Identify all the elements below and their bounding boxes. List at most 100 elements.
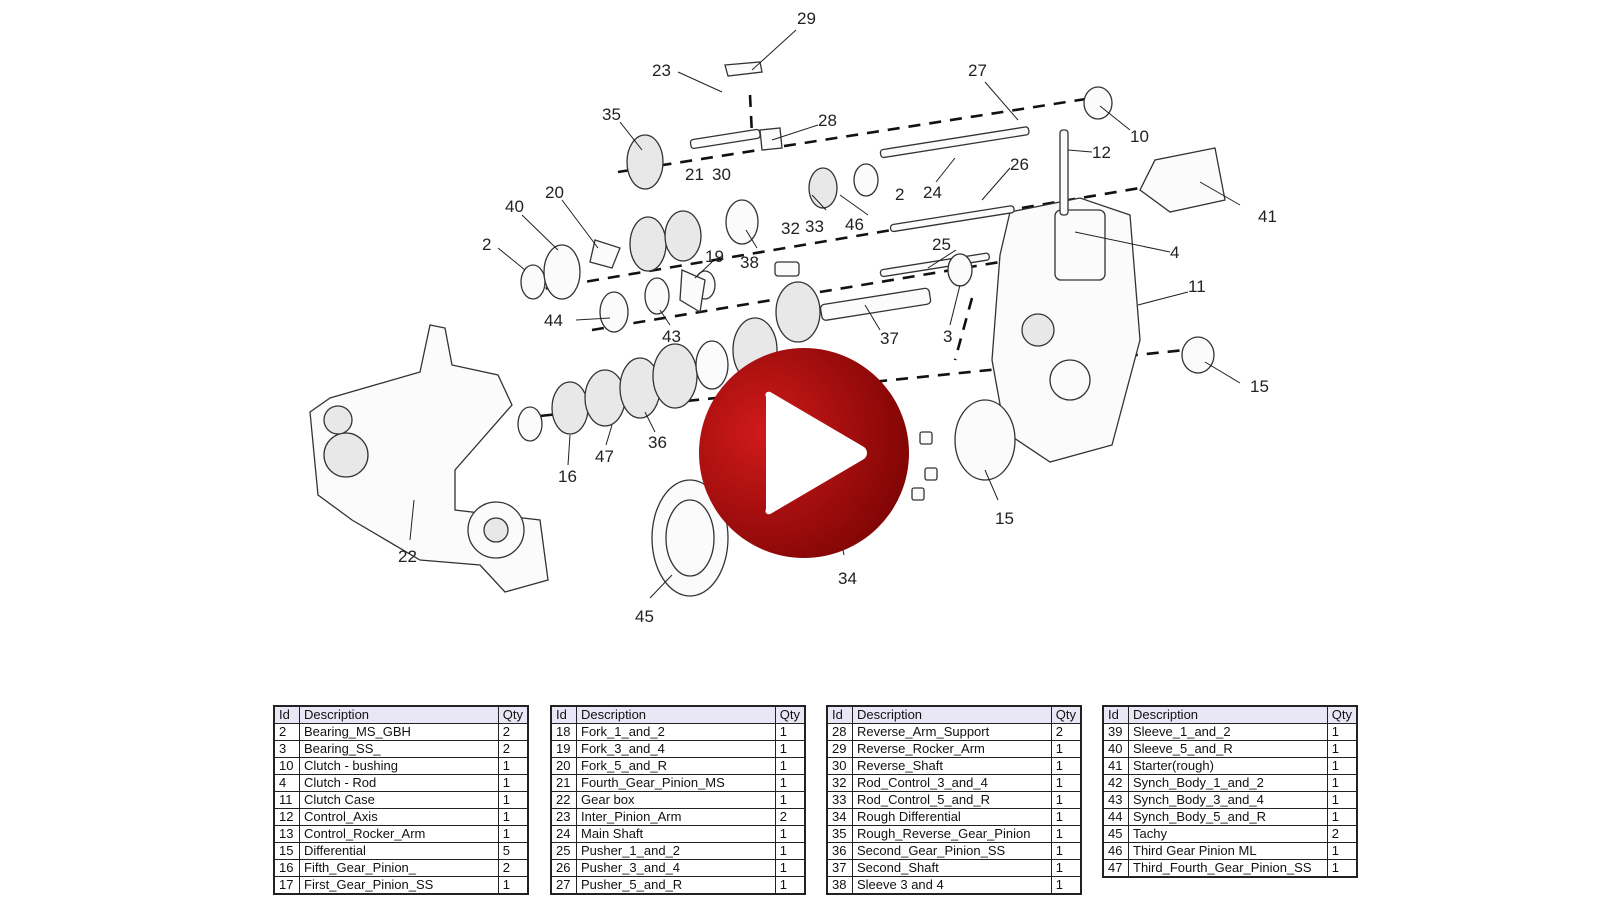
cell-id: 16 <box>273 859 300 877</box>
cell-id: 46 <box>1102 842 1129 860</box>
cell-desc: Pusher_5_and_R <box>576 876 776 895</box>
cell-desc: Fourth_Gear_Pinion_MS <box>576 774 776 792</box>
callout-22: 22 <box>398 547 417 566</box>
cell-desc: Second_Shaft <box>852 859 1052 877</box>
cell-id: 19 <box>550 740 577 758</box>
cell-qty: 1 <box>1050 791 1082 809</box>
cell-qty: 1 <box>1326 740 1358 758</box>
video-play-button[interactable] <box>698 347 910 559</box>
cell-id: 13 <box>273 825 300 843</box>
cell-id: 12 <box>273 808 300 826</box>
cell-qty: 1 <box>497 825 529 843</box>
callout-38: 38 <box>740 253 759 272</box>
cell-qty: 2 <box>1326 825 1358 843</box>
callout-41: 41 <box>1258 207 1277 226</box>
col-description: Description <box>576 706 776 724</box>
cell-id: 15 <box>273 842 300 860</box>
cell-qty: 1 <box>1326 842 1358 860</box>
callout-28: 28 <box>818 111 837 130</box>
cell-desc: Reverse_Rocker_Arm <box>852 740 1052 758</box>
cell-desc: Clutch - bushing <box>299 757 499 775</box>
col-id: Id <box>550 706 577 724</box>
callout-44: 44 <box>544 311 563 330</box>
col-qty: Qty <box>1326 706 1358 724</box>
cell-qty: 2 <box>497 723 529 741</box>
play-icon <box>765 391 867 515</box>
cell-qty: 1 <box>774 791 806 809</box>
cell-desc: Sleeve 3 and 4 <box>852 876 1052 895</box>
callout-15-flange: 15 <box>995 509 1014 528</box>
callout-24: 24 <box>923 183 942 202</box>
cell-qty: 1 <box>1326 774 1358 792</box>
cell-id: 3 <box>273 740 300 758</box>
cell-qty: 1 <box>497 757 529 775</box>
cell-id: 32 <box>826 774 853 792</box>
exploded-gearbox-diagram: 29 23 27 35 28 10 12 21 30 26 2 24 41 20… <box>309 9 1277 626</box>
cell-desc: Fork_5_and_R <box>576 757 776 775</box>
callout-43: 43 <box>662 327 681 346</box>
col-qty: Qty <box>1050 706 1082 724</box>
callout-25: 25 <box>932 235 951 254</box>
cell-qty: 1 <box>1326 723 1358 741</box>
cell-qty: 2 <box>497 859 529 877</box>
cell-desc: Third_Fourth_Gear_Pinion_SS <box>1128 859 1328 878</box>
cell-desc: Rough Differential <box>852 808 1052 826</box>
cell-desc: Rod_Control_5_and_R <box>852 791 1052 809</box>
cell-qty: 2 <box>497 740 529 758</box>
cell-desc: Rod_Control_3_and_4 <box>852 774 1052 792</box>
cell-id: 26 <box>550 859 577 877</box>
cell-qty: 1 <box>774 859 806 877</box>
cell-id: 37 <box>826 859 853 877</box>
callout-46: 46 <box>845 215 864 234</box>
cell-desc: Pusher_1_and_2 <box>576 842 776 860</box>
cell-qty: 1 <box>1050 876 1082 895</box>
cell-id: 22 <box>550 791 577 809</box>
cell-desc: Reverse_Arm_Support <box>852 723 1052 741</box>
callout-37: 37 <box>880 329 899 348</box>
callout-20: 20 <box>545 183 564 202</box>
cell-qty: 1 <box>1050 825 1082 843</box>
col-id: Id <box>826 706 853 724</box>
callout-2-main-shaft: 2 <box>895 185 904 204</box>
callout-27: 27 <box>968 61 987 80</box>
callout-16: 16 <box>558 467 577 486</box>
cell-id: 10 <box>273 757 300 775</box>
part-gears <box>517 86 1226 597</box>
cell-desc: Second_Gear_Pinion_SS <box>852 842 1052 860</box>
callout-23: 23 <box>652 61 671 80</box>
cell-qty: 1 <box>497 791 529 809</box>
cell-desc: Synch_Body_5_and_R <box>1128 808 1328 826</box>
cell-id: 2 <box>273 723 300 741</box>
cell-id: 24 <box>550 825 577 843</box>
callout-labels: 29 23 27 35 28 10 12 21 30 26 2 24 41 20… <box>398 9 1277 626</box>
cell-id: 33 <box>826 791 853 809</box>
cell-desc: Synch_Body_1_and_2 <box>1128 774 1328 792</box>
callout-3: 3 <box>943 327 952 346</box>
cell-qty: 2 <box>1050 723 1082 741</box>
cell-id: 45 <box>1102 825 1129 843</box>
callout-30: 30 <box>712 165 731 184</box>
col-qty: Qty <box>497 706 529 724</box>
cell-desc: Tachy <box>1128 825 1328 843</box>
cell-qty: 5 <box>497 842 529 860</box>
callout-33: 33 <box>805 217 824 236</box>
